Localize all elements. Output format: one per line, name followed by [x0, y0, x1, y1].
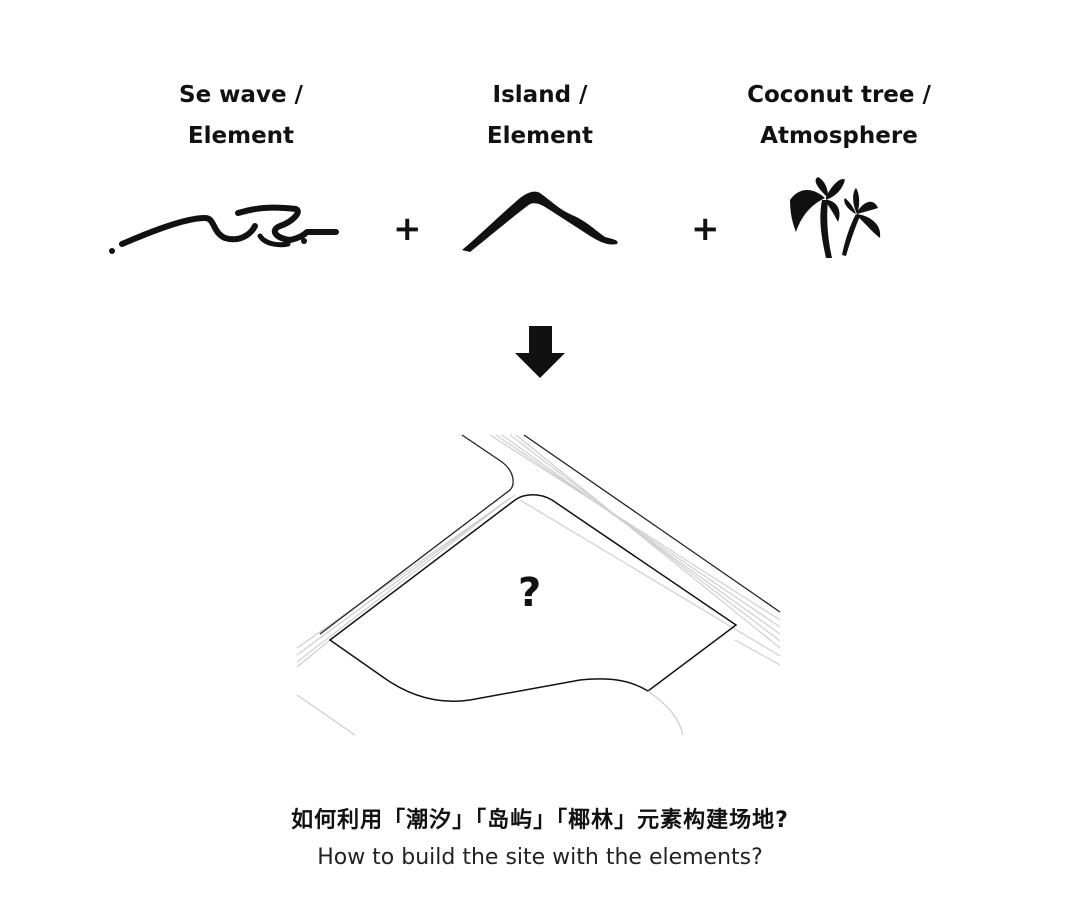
label-line: Se wave /	[179, 82, 303, 108]
mountain-icon	[462, 191, 618, 252]
label-line: Coconut tree /	[747, 82, 931, 108]
site-placeholder-question-mark: ?	[518, 570, 542, 616]
label-line: Atmosphere	[760, 123, 918, 149]
element-label-coconut-tree: Coconut tree / Atmosphere	[709, 75, 969, 157]
palm-tree-icon	[790, 177, 881, 258]
down-arrow-icon	[515, 326, 565, 378]
plus-operator: +	[393, 209, 422, 249]
label-line: Island /	[492, 82, 588, 108]
wave-icon	[109, 204, 339, 254]
label-line: Element	[486, 123, 594, 149]
label-line: Element	[187, 123, 295, 149]
caption-chinese: 如何利用「潮汐」「岛屿」「椰林」元素构建场地?	[291, 808, 789, 833]
element-label-island: Island / Element	[410, 75, 670, 157]
plus-operator: +	[691, 209, 720, 249]
caption-english: How to build the site with the elements?	[317, 845, 763, 870]
element-label-sea-wave: Se wave / Element	[111, 75, 371, 157]
site-plan	[296, 434, 781, 736]
